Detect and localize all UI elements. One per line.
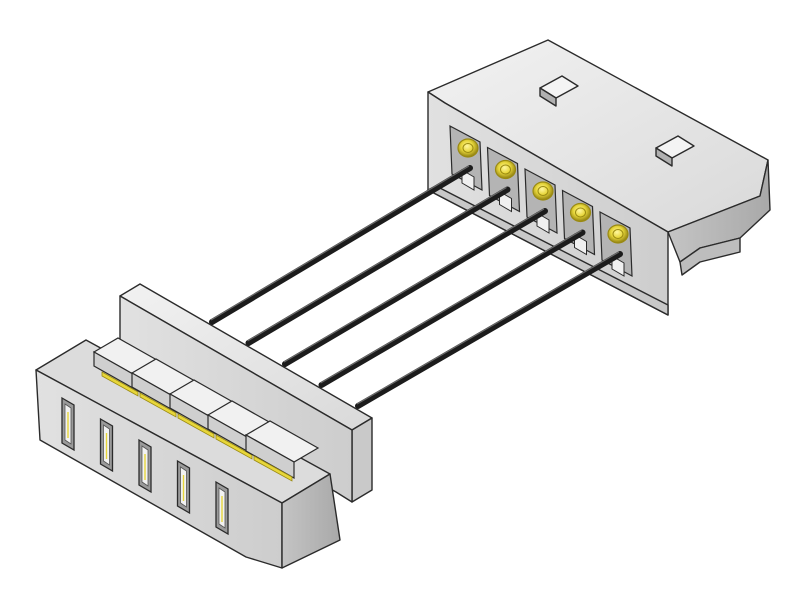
right-cavity-notch-3 <box>536 212 550 234</box>
left-body-side <box>281 473 341 569</box>
wire-highlight-2 <box>247 186 507 342</box>
wire-4 <box>318 229 586 388</box>
lock-tab-gold-4 <box>215 434 253 460</box>
gold-contact-5 <box>607 224 629 244</box>
right-housing-ledge <box>679 237 741 276</box>
wire-3 <box>282 208 548 367</box>
gold-contact-ring-3 <box>537 186 549 196</box>
wire-highlight-1 <box>210 165 470 321</box>
latch-bump-2-side <box>655 147 673 167</box>
gold-contact-1 <box>457 138 479 158</box>
latch-bump-1-side <box>539 87 557 107</box>
left-contact-slots <box>61 396 229 536</box>
lock-tab-front-5 <box>245 433 295 480</box>
wire-highlight-3 <box>283 208 545 363</box>
gold-contact-3 <box>532 181 554 201</box>
left-lock-tabs <box>92 337 320 482</box>
left-connector-housing <box>35 283 373 569</box>
wire-2 <box>245 186 511 346</box>
gold-contact-ring-1 <box>462 143 474 153</box>
gold-contact-4 <box>569 202 592 223</box>
wire-5 <box>355 251 623 409</box>
left-flange-side <box>351 417 373 503</box>
wire-highlight-4 <box>320 229 582 384</box>
gold-contact-ring-5 <box>612 229 624 239</box>
gold-contact-ring-2 <box>500 164 511 175</box>
right-cavity-notch-4 <box>574 233 587 256</box>
wire-1 <box>209 165 473 325</box>
lock-tab-gold-5 <box>253 455 293 482</box>
lock-tab-gold-2 <box>139 392 177 418</box>
right-cavity-notch-5 <box>611 255 625 277</box>
wire-bundle <box>209 165 623 409</box>
lock-tab-gold-1 <box>101 371 139 397</box>
right-cavity-notch-2 <box>499 190 512 213</box>
gold-contact-2 <box>494 159 517 180</box>
gold-contact-ring-4 <box>575 207 586 218</box>
right-cavity-notch-1 <box>461 169 475 191</box>
wire-highlight-5 <box>356 251 620 405</box>
right-connector-housing <box>427 39 771 316</box>
lock-tab-gold-3 <box>177 413 215 439</box>
